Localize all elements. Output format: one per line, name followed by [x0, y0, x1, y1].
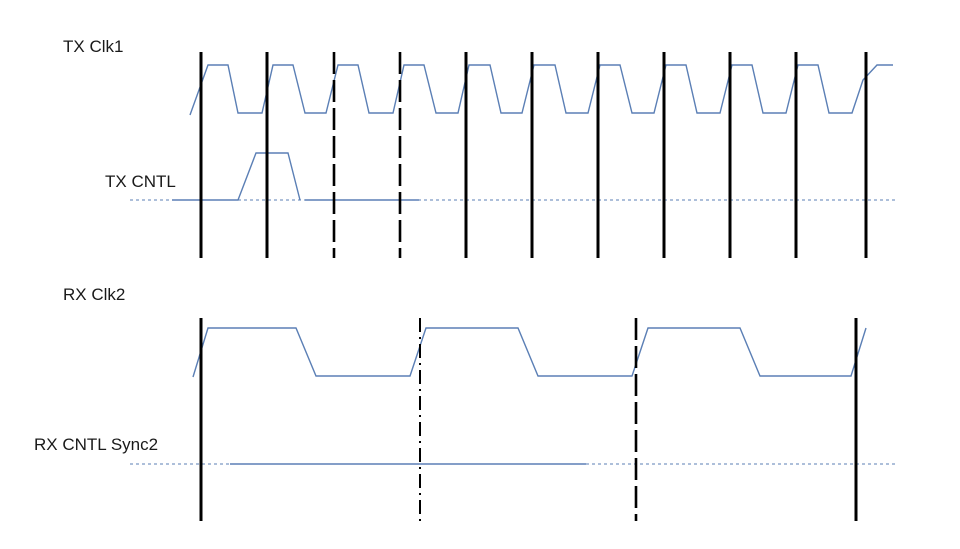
rx-clk2-label: RX Clk2 — [63, 285, 125, 304]
rx-cntl-sync2-label: RX CNTL Sync2 — [34, 435, 158, 454]
rx-clk2-waveform — [192, 327, 867, 378]
tx-clk1-waveform — [189, 64, 893, 116]
tx-cntl-waveform — [172, 152, 301, 201]
tx-clk1-label: TX Clk1 — [63, 37, 123, 56]
tx-cntl-label: TX CNTL — [105, 172, 176, 191]
